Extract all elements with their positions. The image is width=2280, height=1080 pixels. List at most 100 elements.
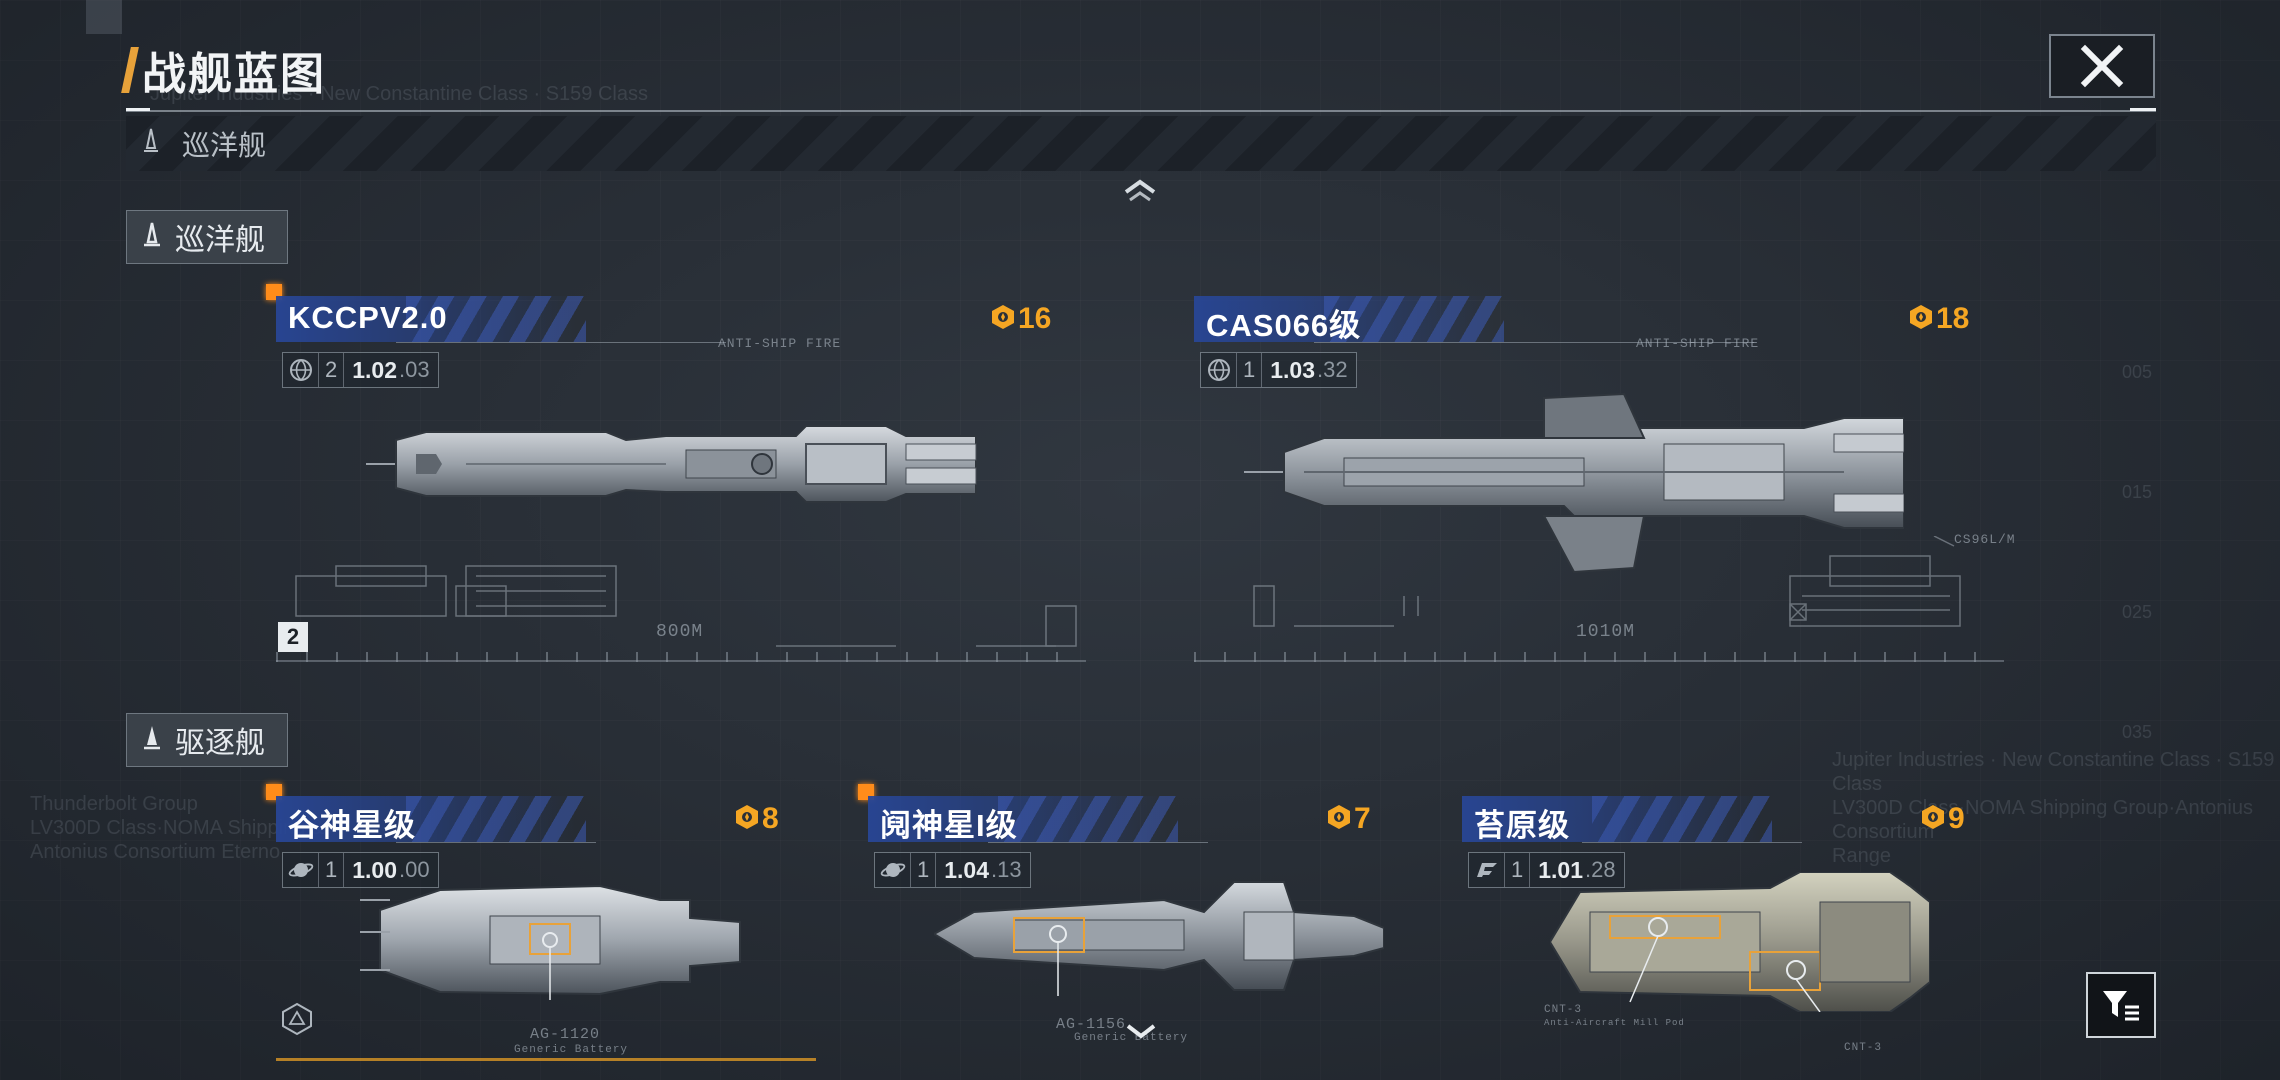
- blueprint-note: CS96L/M: [1954, 532, 2016, 547]
- command-point-icon: [1326, 804, 1352, 835]
- blueprint-schematic: [1253, 536, 1961, 627]
- stat-value: 1.00: [352, 856, 398, 883]
- section-header-cruisers: 巡洋舰: [126, 210, 288, 264]
- callout-line: [1582, 842, 1802, 843]
- blueprint-note: ANTI-SHIP FIRE: [718, 336, 842, 351]
- stat-subvalue: .00: [399, 857, 430, 882]
- ship-count: 2: [319, 353, 345, 387]
- ship-stats: 1 1.01 .28: [1468, 852, 1625, 888]
- weapon-label: AG-1120: [530, 1026, 601, 1043]
- category-selector[interactable]: 巡洋舰: [126, 116, 2156, 171]
- ship-name: 谷神星级: [288, 808, 416, 843]
- ship-name: CAS066级: [1206, 308, 1362, 343]
- command-point-icon: [1920, 804, 1946, 835]
- cost-value: 16: [1018, 302, 1052, 335]
- stat-subvalue: .13: [991, 857, 1022, 882]
- category-label: 巡洋舰: [182, 129, 267, 161]
- ship-cost: 16: [990, 302, 1051, 336]
- weapon-label: CNT-3: [1844, 1042, 1883, 1054]
- header-divider-cap: [2130, 108, 2156, 111]
- ship-stats: 2 1.02 .03: [282, 352, 439, 388]
- stat-subvalue: .03: [399, 357, 430, 382]
- callout-line: [396, 842, 596, 843]
- chevron-down-icon[interactable]: [1124, 1020, 1158, 1042]
- ship-model-cas066: [1244, 392, 1904, 574]
- length-ruler: [276, 642, 1086, 662]
- ship-card-ceres[interactable]: 谷神星级 8 1 1.00 .00 AG-1120 Generic Batter…: [266, 784, 816, 1066]
- ship-cost: 8: [734, 802, 779, 836]
- section-label: 驱逐舰: [175, 727, 265, 760]
- filter-button[interactable]: [2086, 972, 2156, 1038]
- scale-label: 025: [2122, 602, 2153, 622]
- length-ruler: [1194, 642, 2004, 662]
- ship-card-kccpv2[interactable]: KCCPV2.0 16 2 1.02 .03 ANTI-SHIP FIRE: [266, 284, 1086, 672]
- corner-tag: [86, 0, 122, 34]
- scale-label: 005: [2122, 362, 2153, 382]
- weapon-sublabel: Generic Battery: [1074, 1032, 1189, 1044]
- globe-icon: [283, 353, 319, 387]
- close-button[interactable]: [2049, 34, 2155, 98]
- ship-model-eris: [934, 881, 1384, 996]
- cost-value: 8: [762, 802, 779, 835]
- stat-value: 1.01: [1538, 856, 1584, 883]
- shield-icon: [1469, 853, 1505, 887]
- command-point-icon: [1908, 304, 1934, 335]
- ship-count: 1: [319, 853, 345, 887]
- header-divider-cap: [126, 108, 150, 111]
- blueprint-note: ANTI-SHIP FIRE: [1636, 336, 1760, 351]
- ship-stats: 1 1.00 .00: [282, 852, 439, 888]
- ship-length: 1010M: [1576, 622, 1636, 642]
- weapon-label: AG-1156: [1056, 1016, 1127, 1033]
- card-bottom-accent: [276, 1058, 816, 1061]
- saturn-icon: [283, 853, 319, 887]
- ship-name-bar: [1462, 796, 1772, 842]
- cost-value: 7: [1354, 802, 1371, 835]
- scale-label: 035: [2122, 722, 2153, 742]
- cost-value: 9: [1948, 802, 1965, 835]
- cruiser-icon: [137, 220, 167, 255]
- ship-length: 800M: [656, 622, 704, 642]
- ship-cost: 18: [1908, 302, 1969, 336]
- ship-count: 1: [1505, 853, 1531, 887]
- ship-stats: 1 1.03 .32: [1200, 352, 1357, 388]
- page-title: 战舰蓝图: [142, 50, 326, 99]
- chevron-up-icon[interactable]: [1120, 176, 1160, 204]
- ship-model-ceres: [360, 884, 741, 1000]
- ship-name-bar: [276, 296, 586, 342]
- stat-value: 1.02: [352, 356, 398, 383]
- cost-value: 18: [1936, 302, 1970, 335]
- ship-card-eris[interactable]: 阋神星I级 7 1 1.04 .13 AG-1156 Generic Batte…: [858, 784, 1408, 1066]
- ship-cost: 9: [1920, 802, 1965, 836]
- hexagon-icon: [282, 1002, 312, 1036]
- ship-name: 苔原级: [1474, 808, 1570, 843]
- weapon-sublabel: Generic Battery: [514, 1044, 629, 1056]
- stat-subvalue: .28: [1585, 857, 1616, 882]
- weapon-label: CNT-3: [1544, 1004, 1583, 1016]
- ship-card-cas066[interactable]: CAS066级 18 1 1.03 .32 ANTI-SHIP FIRE: [1194, 296, 2015, 672]
- callout-line: [1314, 342, 1754, 343]
- ship-card-tundra[interactable]: 苔原级 9 1 1.01 .28 CNT-3 Anti-Aircraft Mil…: [1462, 796, 2002, 1066]
- page-header: 战舰蓝图: [121, 38, 326, 102]
- ship-name-bar: [276, 796, 586, 842]
- stat-subvalue: .32: [1317, 357, 1348, 382]
- ship-cost: 7: [1326, 802, 1371, 836]
- header-divider: [126, 110, 2156, 112]
- close-icon: [2080, 44, 2124, 88]
- ship-model-kccpv2: [366, 425, 977, 503]
- stat-value: 1.03: [1270, 356, 1316, 383]
- background-text-top: Jupiter Industries · New Constantine Cla…: [150, 83, 648, 105]
- section-label: 巡洋舰: [175, 224, 265, 257]
- filter-icon: [2103, 991, 2139, 1021]
- blueprint-schematic: [295, 565, 1077, 647]
- ship-name: 阋神星I级: [880, 808, 1018, 843]
- ship-level-badge: 2: [278, 622, 308, 652]
- weapon-sublabel: Anti-Aircraft Mill Pod: [1544, 1018, 1685, 1028]
- ship-count: 1: [1237, 353, 1263, 387]
- globe-icon: [1201, 353, 1237, 387]
- saturn-icon: [875, 853, 911, 887]
- cruiser-icon: [136, 126, 166, 161]
- background-text-right: Jupiter Industries · New Constantine Cla…: [1832, 749, 2275, 867]
- background-text-left: Thunderbolt Group LV300D Class·NOMA Ship…: [30, 793, 324, 863]
- ship-name: KCCPV2.0: [288, 300, 448, 335]
- title-accent: [121, 47, 139, 93]
